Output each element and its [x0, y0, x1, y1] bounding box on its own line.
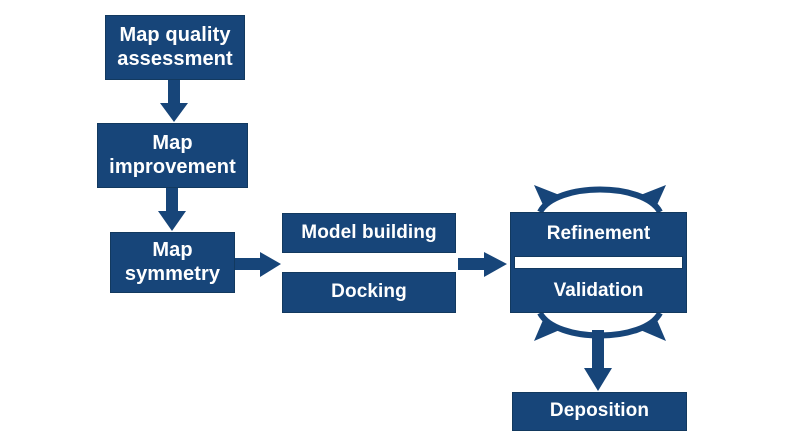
- arrow-improvement-to-symmetry-icon: [158, 188, 186, 231]
- node-map-symmetry-label: Map symmetry: [124, 238, 221, 285]
- arrow-building-to-refinement-icon: [458, 252, 507, 277]
- node-map-quality-assessment-label: Map quality assessment: [117, 23, 233, 70]
- node-model-building[interactable]: Model building: [282, 213, 456, 253]
- cycle-gap-strip: [514, 256, 683, 269]
- node-map-symmetry[interactable]: Map symmetry: [110, 232, 235, 293]
- node-map-improvement[interactable]: Map improvement: [97, 123, 248, 188]
- arc-bottom-cycle-icon: [534, 311, 666, 341]
- node-refinement-label: Refinement: [546, 223, 651, 244]
- node-map-improvement-label: Map improvement: [109, 131, 236, 178]
- node-docking[interactable]: Docking: [282, 272, 456, 313]
- arrow-symmetry-to-building-icon: [235, 252, 281, 277]
- node-deposition[interactable]: Deposition: [512, 392, 687, 431]
- node-deposition-label: Deposition: [549, 400, 650, 422]
- node-refinement-validation-group: Refinement Validation: [510, 212, 687, 313]
- arrow-validation-to-deposition-icon: [584, 330, 612, 391]
- node-docking-label: Docking: [331, 281, 407, 303]
- node-map-quality-assessment[interactable]: Map quality assessment: [105, 15, 245, 80]
- arc-top-cycle-icon: [534, 185, 666, 214]
- node-validation[interactable]: Validation: [511, 270, 686, 312]
- node-refinement[interactable]: Refinement: [511, 213, 686, 255]
- node-model-building-label: Model building: [301, 221, 437, 243]
- arrow-quality-to-improvement-icon: [160, 80, 188, 122]
- node-validation-label: Validation: [553, 280, 644, 301]
